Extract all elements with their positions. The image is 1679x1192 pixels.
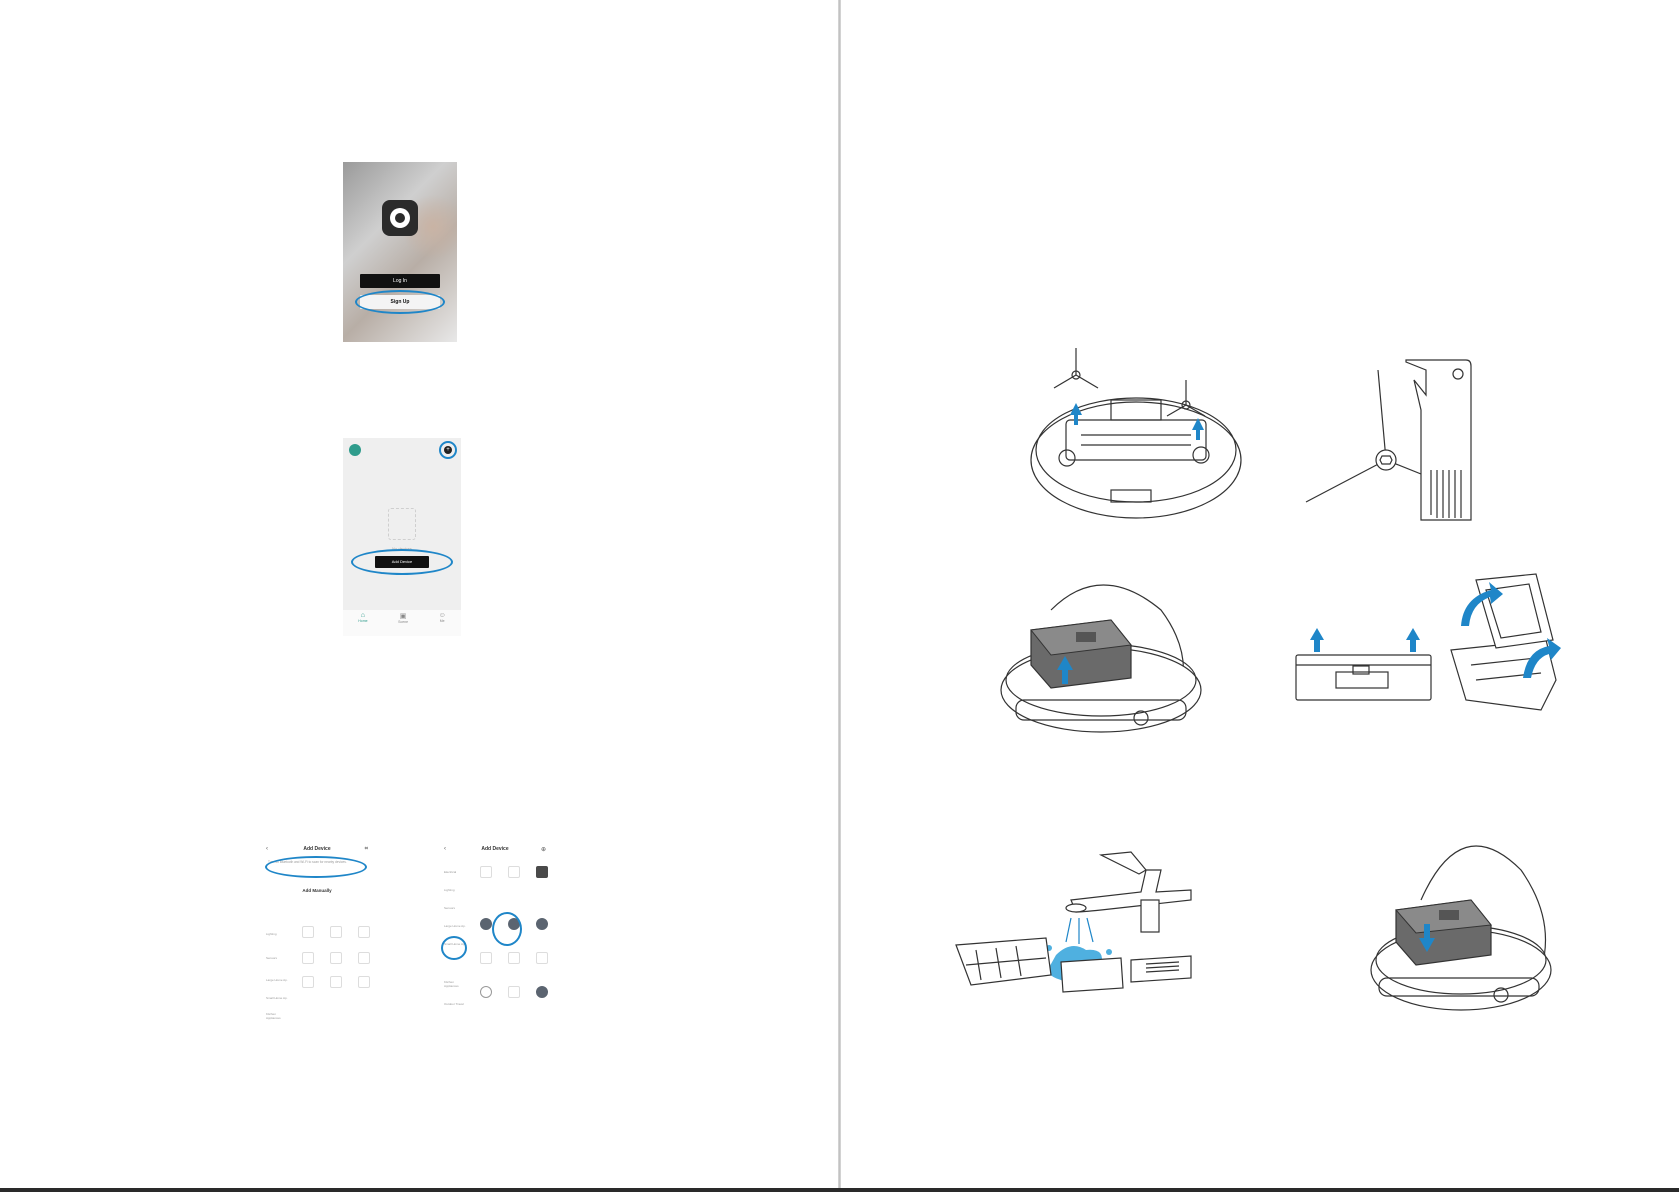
- no-device-icon: [388, 508, 416, 540]
- scan-icon[interactable]: ⌗: [364, 846, 368, 852]
- add-manually-title: Add Manually: [302, 888, 332, 893]
- left-page: Log In Sign Up + No devices Add Device ⌂…: [0, 0, 838, 1192]
- right-page: [841, 0, 1679, 1192]
- back-icon[interactable]: ‹: [444, 846, 446, 852]
- login-screenshot: Log In Sign Up: [343, 162, 457, 342]
- category-highlight-ring: [441, 936, 467, 960]
- up-arrow-icon: [1310, 628, 1324, 652]
- brush-cleaning-tool-illustration: [1305, 359, 1472, 521]
- device-tile[interactable]: [530, 986, 550, 1000]
- category-kitchen[interactable]: Kitchen Appliances: [444, 980, 459, 988]
- up-arrow-icon: [1406, 628, 1420, 652]
- book-spine: [838, 0, 841, 1192]
- category-lighting[interactable]: Lighting: [444, 888, 455, 892]
- category-kitchen[interactable]: Kitchen Appliances: [266, 1012, 281, 1020]
- category-large-home[interactable]: Large Home Ap.: [266, 978, 288, 982]
- signup-highlight-ring: [355, 290, 445, 314]
- device-tile[interactable]: [324, 976, 348, 990]
- device-grid-a: [296, 926, 372, 940]
- device-tile[interactable]: [474, 952, 498, 966]
- category-lighting[interactable]: Lighting: [266, 932, 277, 936]
- side-brush-removal-illustration: [1030, 348, 1242, 519]
- device-tile[interactable]: [474, 866, 498, 880]
- side-brush-right: [1166, 380, 1206, 417]
- up-arrow-icon: [1192, 418, 1204, 440]
- add-device-title: Add Device: [303, 846, 331, 852]
- rinse-filter-illustration: [955, 851, 1192, 993]
- back-icon[interactable]: ‹: [266, 846, 268, 852]
- device-grid-a3: [296, 976, 372, 990]
- category-sensors[interactable]: Sensors: [266, 956, 278, 960]
- device-tile[interactable]: [324, 952, 348, 966]
- device-tile[interactable]: [296, 926, 320, 940]
- robot-vacuum-tile[interactable]: [530, 918, 550, 932]
- category-sensors[interactable]: Sensors: [444, 906, 456, 910]
- scene-icon: ▣: [399, 613, 407, 620]
- category-outdoor[interactable]: Outdoor Travel: [444, 1002, 464, 1006]
- dustbin-install-illustration: [1370, 845, 1552, 1011]
- add-device-screenshot-a: ‹ Add Device ⌗ Turn on Bluetooth and Wi-…: [262, 836, 372, 1026]
- login-button[interactable]: Log In: [360, 274, 440, 288]
- home-screen-area: [343, 438, 461, 610]
- tab-bar: ⌂Home ▣Scene ☺Me: [343, 612, 461, 636]
- device-grid-b3: [474, 952, 550, 966]
- open-lid-arrow-icon: [1461, 582, 1503, 626]
- add-device-screenshot-b: ‹ Add Device ⊕ Electrical Lighting Senso…: [440, 836, 550, 1026]
- tab-scene[interactable]: ▣Scene: [398, 613, 409, 624]
- up-arrow-icon: [1070, 403, 1082, 425]
- dustbin-removal-illustration: [1000, 584, 1202, 733]
- device-tile[interactable]: [530, 952, 550, 966]
- device-tile[interactable]: [502, 952, 526, 966]
- robot-vacuum-highlight-ring: [492, 912, 522, 946]
- home-screenshot: + No devices Add Device ⌂Home ▣Scene ☺Me: [343, 438, 461, 636]
- scan-icon[interactable]: ⊕: [540, 847, 546, 853]
- device-tile[interactable]: [352, 926, 372, 940]
- category-large-home[interactable]: Large Home Ap.: [444, 924, 466, 928]
- category-small-home[interactable]: Small Home Ap.: [266, 996, 288, 1000]
- add-device-title: Add Device: [481, 846, 509, 852]
- dustbin-open-illustration: [1295, 573, 1561, 711]
- device-tile[interactable]: [502, 866, 526, 880]
- stopwatch-app-icon: [382, 200, 418, 236]
- device-tile[interactable]: [530, 866, 550, 880]
- device-tile[interactable]: [352, 976, 372, 990]
- tab-home[interactable]: ⌂Home: [358, 612, 368, 623]
- profile-icon: ☺: [438, 612, 446, 619]
- add-device-highlight-ring: [351, 549, 453, 575]
- hint-highlight-ring: [265, 856, 367, 878]
- device-grid-b1: [474, 866, 550, 880]
- device-tile[interactable]: [296, 952, 320, 966]
- down-arrow-icon: [1419, 924, 1435, 952]
- device-tile[interactable]: [296, 976, 320, 990]
- page-bottom-rule: [0, 1188, 1679, 1192]
- tab-me[interactable]: ☺Me: [438, 612, 446, 623]
- device-tile[interactable]: [474, 986, 498, 1000]
- device-grid-b4: [474, 986, 550, 1000]
- home-icon: ⌂: [360, 612, 366, 619]
- up-arrow-icon: [1057, 656, 1073, 684]
- category-electrical[interactable]: Electrical: [444, 870, 457, 874]
- open-lid-arrow-icon: [1523, 638, 1561, 678]
- avatar[interactable]: [349, 444, 361, 456]
- device-grid-a2: [296, 952, 372, 966]
- device-tile[interactable]: [502, 986, 526, 1000]
- device-tile[interactable]: [352, 952, 372, 966]
- robot-vacuum-tile[interactable]: [474, 918, 498, 932]
- side-brush-left: [1053, 348, 1099, 389]
- device-tile[interactable]: [324, 926, 348, 940]
- plus-highlight-ring: [439, 441, 457, 459]
